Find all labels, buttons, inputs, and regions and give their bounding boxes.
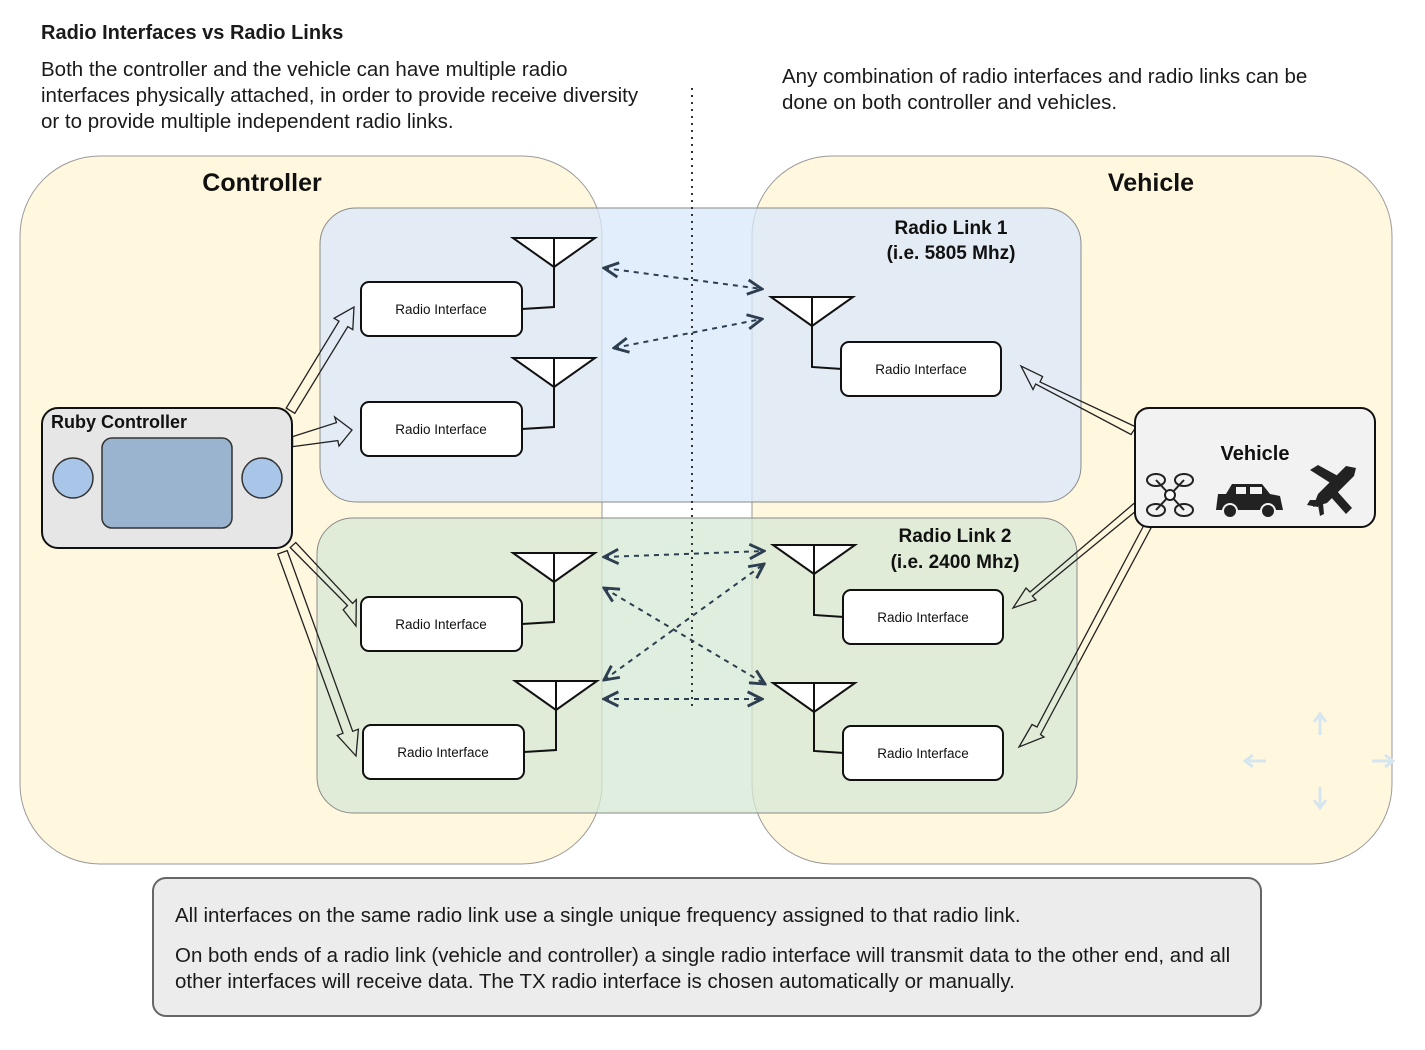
explanation-note: All interfaces on the same radio link us…: [152, 877, 1262, 1017]
radio-interface-label: Radio Interface: [395, 422, 487, 437]
ruby-controller-device: Ruby Controller: [41, 407, 293, 549]
vehicle-radio-interface-3: Radio Interface: [842, 725, 1004, 781]
vehicle-device: Vehicle: [1134, 407, 1376, 528]
move-handle-icon: [1242, 711, 1396, 811]
controller-radio-interface-4: Radio Interface: [362, 724, 525, 780]
vehicle-label: Vehicle: [1108, 169, 1194, 197]
radio-interface-label: Radio Interface: [397, 745, 489, 760]
car-icon: [1216, 484, 1283, 519]
controller-screen: [101, 437, 233, 529]
radio-link-arrows: [604, 268, 765, 699]
vehicle-interface-arrows: [1011, 364, 1152, 749]
vehicle-box-label: Vehicle: [1221, 443, 1290, 465]
controller-radio-interface-3: Radio Interface: [360, 596, 523, 652]
antenna-icon: [509, 357, 599, 430]
controller-right-knob: [241, 457, 283, 499]
antenna-icon: [769, 544, 859, 618]
intro-text-left: Both the controller and the vehicle can …: [41, 58, 639, 133]
note-line-1: All interfaces on the same radio link us…: [175, 904, 1021, 927]
radio-interface-label: Radio Interface: [395, 617, 487, 632]
controller-label: Controller: [202, 169, 322, 197]
antenna-icon: [509, 237, 599, 310]
airplane-icon: [1307, 465, 1356, 516]
antenna-icon: [769, 682, 859, 754]
ruby-controller-label: Ruby Controller: [51, 412, 187, 432]
vehicle-radio-interface-2: Radio Interface: [842, 589, 1004, 645]
antenna-icon: [511, 680, 601, 753]
note-line-2: On both ends of a radio link (vehicle an…: [175, 944, 1231, 993]
controller-radio-interface-1: Radio Interface: [360, 281, 523, 337]
drone-icon: [1146, 473, 1194, 517]
radio-link-2-title: Radio Link 2: [899, 526, 1012, 547]
radio-link-2-frequency: (i.e. 2400 Mhz): [891, 552, 1020, 573]
diagram-title: Radio Interfaces vs Radio Links: [41, 22, 344, 44]
radio-interface-label: Radio Interface: [875, 362, 967, 377]
radio-interface-label: Radio Interface: [395, 302, 487, 317]
intro-text-right: Any combination of radio interfaces and …: [782, 65, 1308, 114]
radio-interface-label: Radio Interface: [877, 610, 969, 625]
controller-interface-arrows: [276, 305, 360, 758]
antenna-icon: [509, 552, 599, 625]
radio-link-1-title: Radio Link 1: [895, 218, 1008, 239]
controller-radio-interface-2: Radio Interface: [360, 401, 523, 457]
radio-link-1-frequency: (i.e. 5805 Mhz): [887, 243, 1016, 264]
vehicle-radio-interface-1: Radio Interface: [840, 341, 1002, 397]
controller-left-knob: [52, 457, 94, 499]
radio-interface-label: Radio Interface: [877, 746, 969, 761]
antenna-icon: [767, 296, 857, 370]
